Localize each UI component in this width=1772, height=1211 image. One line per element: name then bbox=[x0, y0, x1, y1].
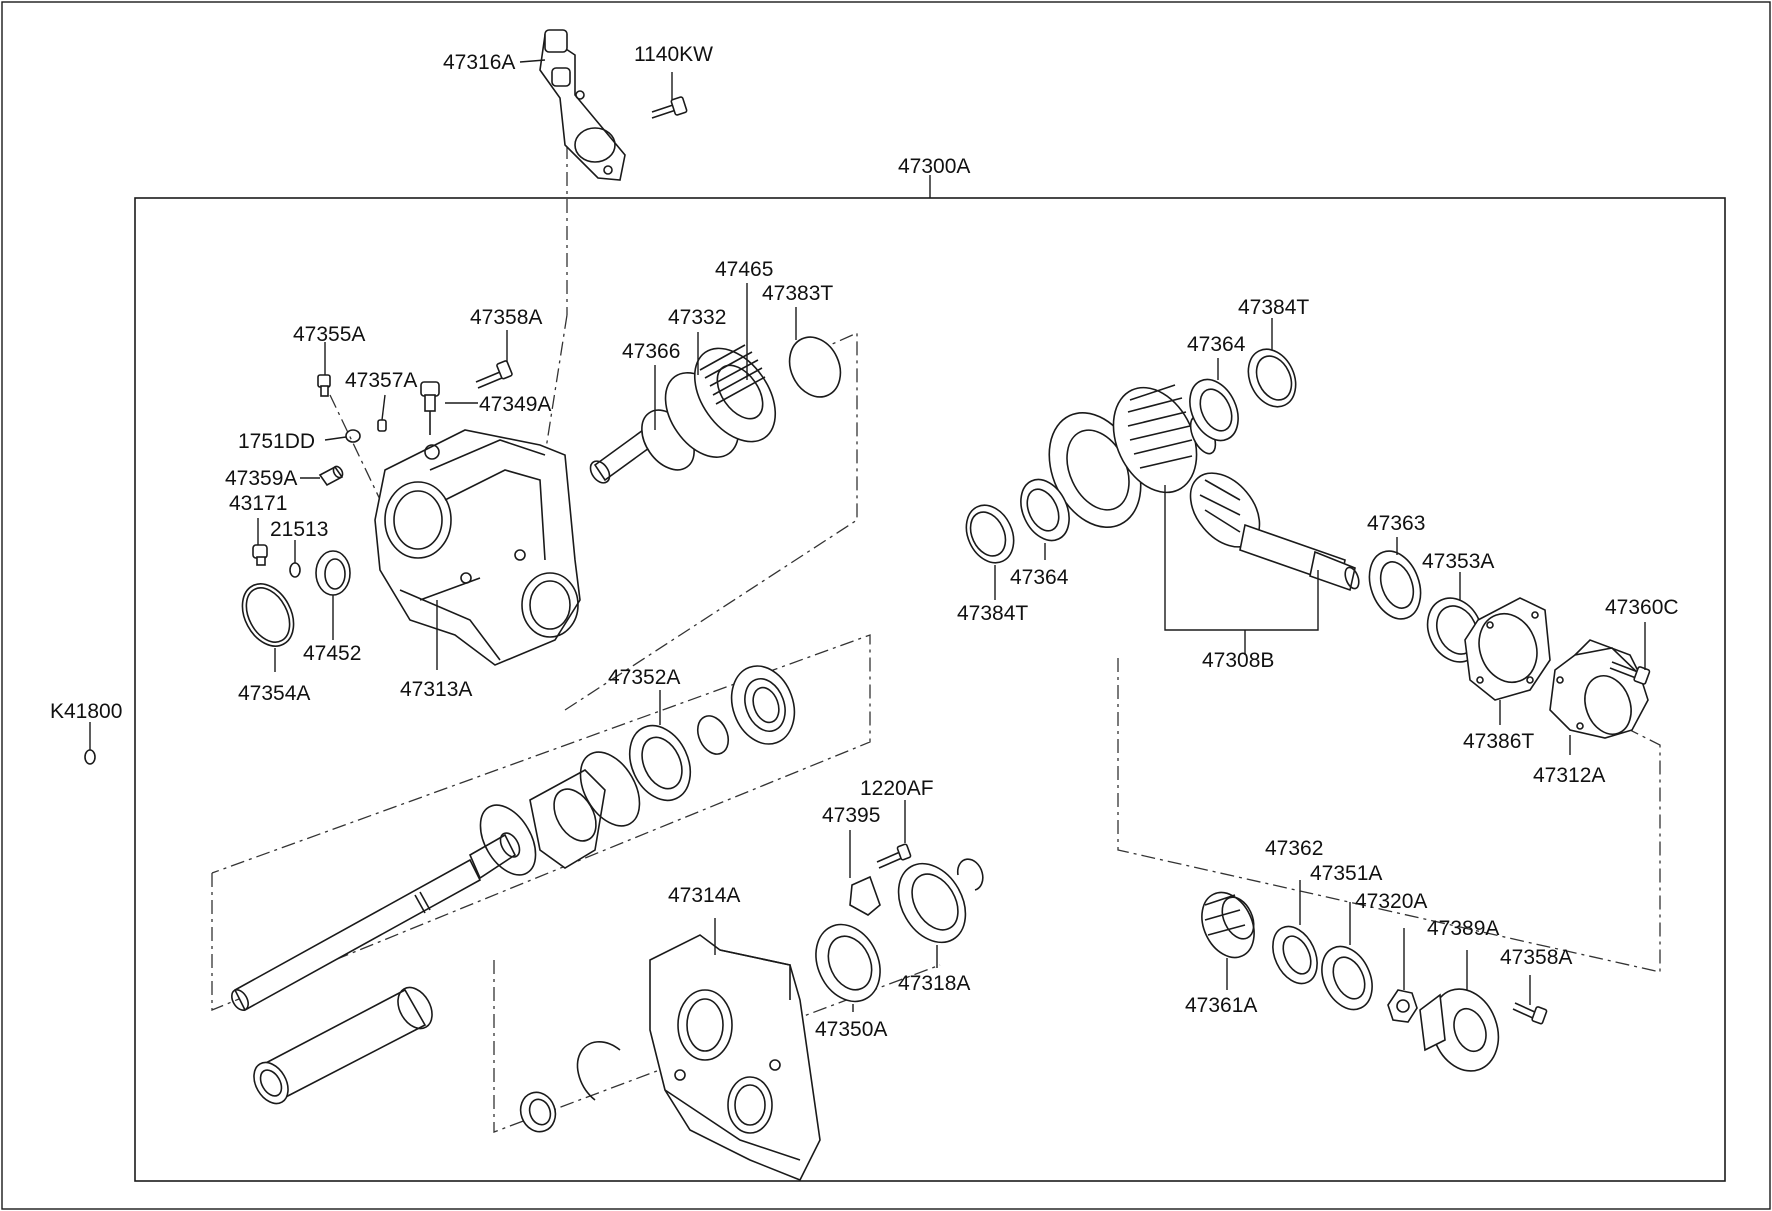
label-47360c: 47360C bbox=[1605, 596, 1679, 619]
seal-47318a-part bbox=[897, 862, 967, 944]
bush-lower-part bbox=[519, 1091, 557, 1133]
pinion-shaft-part bbox=[1189, 472, 1360, 592]
o-ring-47383t-part bbox=[788, 336, 842, 398]
washer-1751dd-part bbox=[345, 429, 361, 443]
boot-47361a-part bbox=[1201, 891, 1255, 959]
label-47318a: 47318A bbox=[898, 972, 970, 995]
snap-ring-mid-part bbox=[696, 715, 730, 755]
group-outline-upper-left bbox=[564, 331, 858, 711]
input-gear-assembly-part bbox=[589, 344, 777, 484]
seal-47350a-part bbox=[815, 923, 881, 1003]
label-47386t: 47386T bbox=[1463, 730, 1534, 753]
label-47353a: 47353A bbox=[1422, 550, 1494, 573]
label-k41800: K41800 bbox=[50, 700, 122, 723]
label-43171: 43171 bbox=[229, 492, 287, 515]
dowel-47359a-part bbox=[318, 465, 344, 487]
label-47358a-bottom: 47358A bbox=[1500, 946, 1572, 969]
leader-lines bbox=[89, 59, 1646, 1012]
label-47308b: 47308B bbox=[1202, 649, 1274, 672]
gasket-47386t-part bbox=[1464, 597, 1551, 701]
label-47366: 47366 bbox=[622, 340, 680, 363]
label-47312a: 47312A bbox=[1533, 764, 1605, 787]
splined-sleeve-part bbox=[253, 986, 433, 1105]
label-47320a: 47320A bbox=[1355, 890, 1427, 913]
o-ring-shaft-part bbox=[479, 804, 537, 876]
plate-47395-part bbox=[849, 875, 881, 916]
bolt-47360c-part bbox=[1609, 661, 1651, 685]
label-47361a: 47361A bbox=[1185, 994, 1257, 1017]
label-47332: 47332 bbox=[668, 306, 726, 329]
snap-ring-lower-part bbox=[576, 1041, 621, 1101]
washer-k41800-part bbox=[84, 749, 96, 765]
bolt-43171-part bbox=[252, 544, 268, 566]
bearing-47363-part bbox=[1368, 550, 1422, 620]
label-47357a: 47357A bbox=[345, 369, 417, 392]
label-47358a-top: 47358A bbox=[470, 306, 542, 329]
bearing-47364-top-part bbox=[1189, 378, 1239, 442]
label-47355a: 47355A bbox=[293, 323, 365, 346]
oil-seal-47452-part bbox=[315, 550, 351, 596]
label-47395: 47395 bbox=[822, 804, 880, 827]
label-1140kw: 1140KW bbox=[634, 43, 713, 66]
label-47352a: 47352A bbox=[608, 666, 680, 689]
label-47383t: 47383T bbox=[762, 282, 833, 305]
label-47363: 47363 bbox=[1367, 512, 1425, 535]
o-ring-mid-part bbox=[579, 751, 641, 827]
rear-case-housing-part bbox=[649, 934, 821, 1182]
group-outline-housing-link bbox=[544, 314, 568, 456]
nut-47320a-part bbox=[1387, 989, 1418, 1023]
housing-47312a-part bbox=[1549, 639, 1649, 739]
seal-47352a-part bbox=[628, 724, 692, 802]
label-47314a: 47314A bbox=[668, 884, 740, 907]
label-47452: 47452 bbox=[303, 642, 361, 665]
label-47384t-bottom: 47384T bbox=[957, 602, 1028, 625]
snap-ring-small-part bbox=[956, 858, 984, 891]
label-47364-bottom: 47364 bbox=[1010, 566, 1069, 589]
washer-21513-part bbox=[289, 562, 301, 578]
label-47354a: 47354A bbox=[238, 682, 310, 705]
label-47300a: 47300A bbox=[898, 155, 970, 178]
front-case-housing-part bbox=[374, 429, 581, 666]
label-47389a: 47389A bbox=[1427, 917, 1499, 940]
pin-47357a-part bbox=[377, 419, 387, 432]
group-outline-plug-link bbox=[329, 394, 386, 511]
label-47316a: 47316A bbox=[443, 51, 515, 74]
group-outline-output-shaft bbox=[211, 634, 871, 1011]
label-47384t-top: 47384T bbox=[1238, 296, 1309, 319]
label-47349a: 47349A bbox=[479, 393, 551, 416]
label-1220af: 1220AF bbox=[860, 777, 934, 800]
sensor-47349a-part bbox=[420, 381, 440, 435]
label-47364-top: 47364 bbox=[1187, 333, 1246, 356]
gear-plate-part bbox=[529, 769, 606, 869]
label-21513: 21513 bbox=[270, 518, 328, 541]
race-47384t-top-part bbox=[1247, 348, 1297, 408]
plug-47355a-part bbox=[317, 374, 331, 397]
output-shaft-part bbox=[231, 832, 521, 1012]
mounting-bracket-part bbox=[539, 29, 626, 181]
label-47362: 47362 bbox=[1265, 837, 1323, 860]
label-47313a: 47313A bbox=[400, 678, 472, 701]
snap-ring-47354a-part bbox=[241, 583, 295, 647]
bearing-47362-part bbox=[1272, 925, 1318, 985]
bearing-47364-bottom-part bbox=[1020, 478, 1070, 542]
bolt-47358a-top-part bbox=[475, 360, 513, 389]
seal-47351a-part bbox=[1321, 945, 1373, 1011]
bolt-1140kw-part bbox=[651, 96, 688, 119]
label-47351a: 47351A bbox=[1310, 862, 1382, 885]
group-outline-front-output bbox=[1117, 658, 1661, 973]
label-47359a: 47359A bbox=[225, 467, 297, 490]
label-47465: 47465 bbox=[715, 258, 773, 281]
bolt-1220af-part bbox=[876, 843, 912, 869]
race-47384t-bottom-part bbox=[965, 504, 1015, 564]
label-1751dd: 1751DD bbox=[238, 430, 315, 453]
bolt-47358a-bottom-part bbox=[1512, 1002, 1548, 1025]
driven-gear-assembly-part bbox=[1048, 384, 1217, 529]
flange-47389a-part bbox=[1419, 988, 1500, 1072]
ball-bearing-part bbox=[730, 665, 796, 745]
label-47350a: 47350A bbox=[815, 1018, 887, 1041]
